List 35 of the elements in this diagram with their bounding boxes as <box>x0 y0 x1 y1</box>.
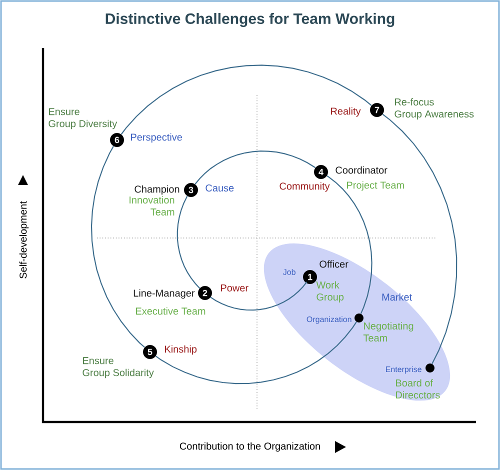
dot <box>354 314 364 322</box>
theme-label: Reality <box>331 107 361 117</box>
spiral-line <box>194 150 316 185</box>
position-label: Line-Manager <box>134 289 195 299</box>
dot <box>426 364 434 372</box>
theme-label: Enterprise <box>386 366 422 374</box>
theme-label: Power <box>221 284 248 292</box>
theme-label: Community <box>280 182 330 192</box>
position-label: Officer <box>320 260 348 268</box>
theme-label: Perspective <box>131 133 182 143</box>
theme-label: Job <box>283 269 296 275</box>
theme-label: Organization <box>306 316 352 324</box>
goal-label: Re-focus Group Awareness <box>394 98 474 120</box>
title: Distinctive Challenges for Team Working <box>106 12 394 28</box>
spiral-line <box>210 282 308 311</box>
theme-label: Cause <box>206 184 234 192</box>
goal-label: Ensure Group Diversity <box>48 108 118 130</box>
spiral-line <box>326 175 372 314</box>
axis-label: Contribution to the Organization <box>180 442 320 452</box>
spiral-line <box>120 64 372 135</box>
spiral-line <box>382 114 458 364</box>
team-label: Board of Direcctors <box>396 379 440 399</box>
team-label: Executive Team <box>136 307 206 315</box>
team-label: Work Group <box>316 281 344 302</box>
team-label: Project Team <box>347 181 404 191</box>
team-label: Innovation Team <box>130 196 174 216</box>
spiral-line <box>156 322 357 384</box>
theme-label: Kinship <box>165 345 197 355</box>
position-label: Coordinator <box>336 166 388 174</box>
goal-label: Ensure Group Solidarity <box>82 357 154 378</box>
team-label: Negotiating Team <box>363 322 414 342</box>
position-label: Champion <box>134 185 180 195</box>
spiral-line <box>176 196 200 290</box>
axis-label: Self-development <box>19 201 29 278</box>
spiral-line <box>90 146 145 348</box>
